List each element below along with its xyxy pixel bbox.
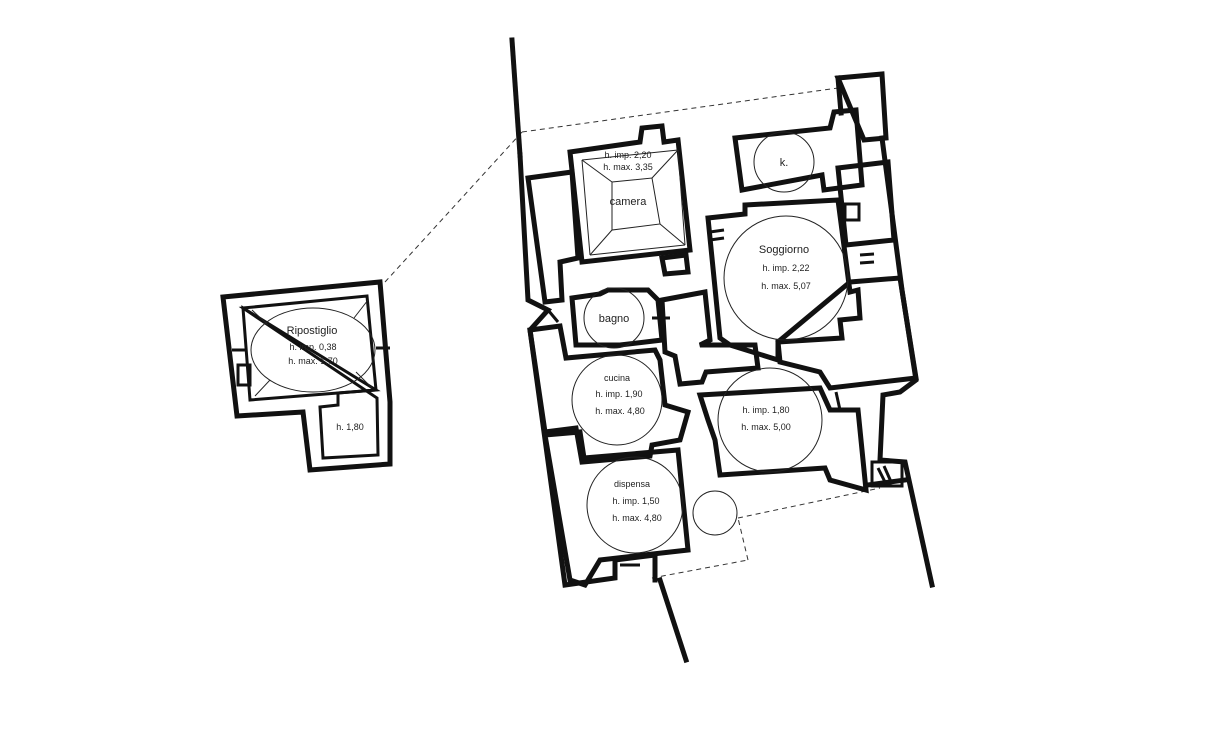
dispensa-name: dispensa [614,479,650,489]
east-room-walls [696,385,869,494]
k-room-vault [753,131,815,193]
ripostiglio-h-extra: h. 1,80 [336,422,364,432]
bagno-vault [583,287,645,349]
small-circle-outline [692,490,738,536]
soggiorno-labels: Soggiorno h. imp. 2,22 h. max. 5,07 [759,244,811,291]
camera-walls [525,123,693,305]
camera-name: camera [610,196,648,208]
soggiorno-name: Soggiorno [759,244,809,256]
bagno-name: bagno [599,313,630,325]
dispensa-vault [586,456,684,554]
main-building-walls [509,37,935,664]
cucina-vault [571,354,663,446]
cucina-name: cucina [604,373,630,383]
east-room-h-imp: h. imp. 1,80 [742,405,789,415]
ripostiglio-h-imp: h. imp. 0,38 [289,342,336,352]
ripostiglio-name: Ripostiglio [287,325,338,337]
east-room-labels: h. imp. 1,80 h. max. 5,00 [741,405,791,432]
dispensa-walls [542,429,691,589]
door-marks [546,228,875,567]
camera-vault [581,149,686,256]
camera-h-imp: h. imp. 2,20 [604,150,651,160]
ripostiglio-vault [250,299,376,397]
soggiorno-vault [723,215,849,341]
soggiorno-h-max: h. max. 5,07 [761,281,811,291]
soggiorno-walls [705,197,919,391]
dispensa-h-max: h. max. 4,80 [612,513,662,523]
cucina-h-max: h. max. 4,80 [595,406,645,416]
camera-labels: h. imp. 2,20 h. max. 3,35 camera [603,150,653,208]
ripostiglio-walls [220,279,393,473]
cucina-labels: cucina h. imp. 1,90 h. max. 4,80 [595,373,645,416]
connector-dashed-lines [384,87,881,579]
east-room-h-max: h. max. 5,00 [741,422,791,432]
east-room-vault [717,367,823,473]
dispensa-labels: dispensa h. imp. 1,50 h. max. 4,80 [612,479,662,523]
soggiorno-h-imp: h. imp. 2,22 [762,263,809,273]
cucina-h-imp: h. imp. 1,90 [595,389,642,399]
camera-h-max: h. max. 3,35 [603,162,653,172]
bagno-walls [569,287,761,387]
k-room-walls [732,107,897,248]
ripostiglio-h-max: h. max. 1,70 [288,356,338,366]
dispensa-h-imp: h. imp. 1,50 [612,496,659,506]
k-room-name: k. [780,157,789,169]
ripostiglio-labels: Ripostiglio h. imp. 0,38 h. max. 1,70 h.… [287,325,364,432]
